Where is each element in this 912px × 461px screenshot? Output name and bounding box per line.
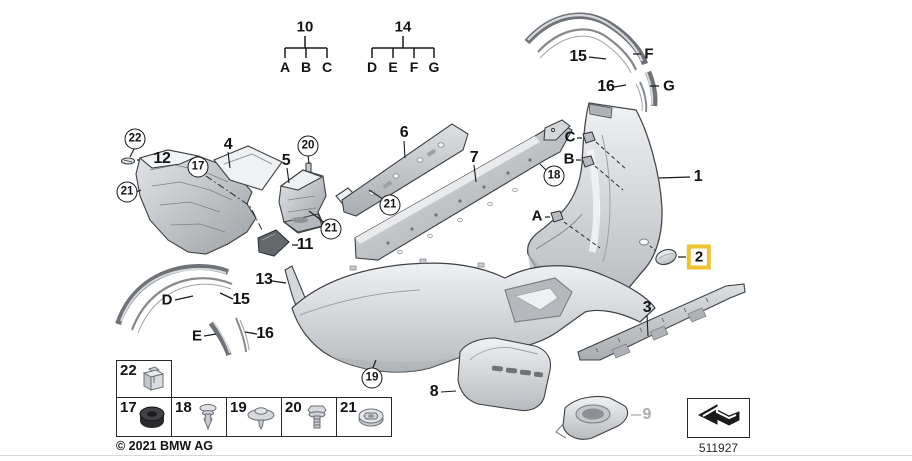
callout-6-9[interactable]: 6 [399,124,409,141]
expansion-rivet-icon [199,404,217,431]
callout-E-24[interactable]: E [191,327,203,345]
part-corner-trim-8 [440,337,552,412]
part-side-bracket-left [120,145,283,255]
legend-number: 19 [230,399,247,416]
callout-17-3[interactable]: 17 [187,156,209,178]
legend-number: 20 [285,399,302,416]
callout-18-12[interactable]: 18 [543,165,565,187]
option-tree-lines [284,36,435,58]
callout-15-23[interactable]: 15 [232,291,250,308]
callout-16-25[interactable]: 16 [256,325,274,342]
callout-12-1[interactable]: 12 [153,150,171,167]
diagram-number: 511927 [698,441,739,455]
copyright-notice: © 2021 BMW AG [116,439,213,453]
callout-D-22[interactable]: D [161,291,173,309]
callout-2-17[interactable]: 2 [686,244,712,270]
option-group-14: 14 [394,18,412,36]
callout-21-7[interactable]: 21 [320,218,342,240]
next-diagram-button[interactable] [687,398,750,438]
callout-F-19[interactable]: F [644,45,654,63]
callout-21-10[interactable]: 21 [379,194,401,216]
part-bumper-cover-inner-19 [291,258,656,373]
legend-item-17[interactable]: 17 [116,397,172,437]
legend-number: 17 [120,399,137,416]
callout-9-30[interactable]: 9 [642,406,652,423]
legend-item-19[interactable]: 19 [226,397,282,437]
part-mounting-clips-abc [545,131,628,249]
part-impact-strip-6 [335,123,469,217]
callout-7-11[interactable]: 7 [469,149,479,166]
option-variant-A: A [279,59,291,75]
washer-screw-icon [247,407,275,431]
callout-4-4[interactable]: 4 [223,136,233,153]
rubber-grommet-icon [139,406,165,428]
part-cover-11 [257,229,298,257]
legend-number: 21 [340,399,357,416]
option-variant-D: D [366,59,378,75]
callout-13-26[interactable]: 13 [255,271,273,288]
legend-item-20[interactable]: 20 [281,397,337,437]
callout-11-8[interactable]: 11 [296,236,314,253]
part-diffuser-3 [577,283,746,361]
hex-bolt-icon [307,405,327,429]
part-tow-eye-cover-2 [649,245,686,266]
legend-number: 18 [175,399,192,416]
callout-G-21[interactable]: G [663,77,675,95]
legend-item-18[interactable]: 18 [171,397,227,437]
option-variant-C: C [321,59,333,75]
callout-19-27[interactable]: 19 [361,367,383,389]
option-variant-F: F [409,59,419,75]
callout-1-16[interactable]: 1 [693,168,703,185]
callout-8-28[interactable]: 8 [429,383,439,400]
legend-number: 22 [120,362,137,379]
legend-item-22[interactable]: 22 [116,360,172,398]
bottom-divider [0,455,912,456]
part-bumper-carrier-7 [354,119,573,261]
option-variant-E: E [388,59,398,75]
part-guide-bracket-5 [278,154,327,234]
option-group-10: 10 [296,18,314,36]
plastic-nut-icon [358,408,384,427]
callout-22-0[interactable]: 22 [124,128,146,150]
part-wheel-arch-trim-front [115,264,258,356]
part-exhaust-tip-9 [555,395,641,440]
legend-item-21[interactable]: 21 [336,397,392,437]
option-variant-B: B [300,59,312,75]
callout-A-15[interactable]: A [531,207,543,225]
callout-20-5[interactable]: 20 [297,135,319,157]
callout-5-6[interactable]: 5 [281,152,291,169]
part-wheel-arch-trim-rear [524,12,659,113]
callout-3-29[interactable]: 3 [642,299,652,316]
callout-16-20[interactable]: 16 [597,78,615,95]
turn-page-arrow-icon [697,404,739,426]
cage-nut-clip-icon [142,366,165,391]
callout-21-2[interactable]: 21 [116,181,138,203]
callout-15-18[interactable]: 15 [569,48,587,65]
option-variant-G: G [428,59,440,75]
callout-B-14[interactable]: B [563,150,575,168]
callout-C-13[interactable]: C [564,128,576,146]
